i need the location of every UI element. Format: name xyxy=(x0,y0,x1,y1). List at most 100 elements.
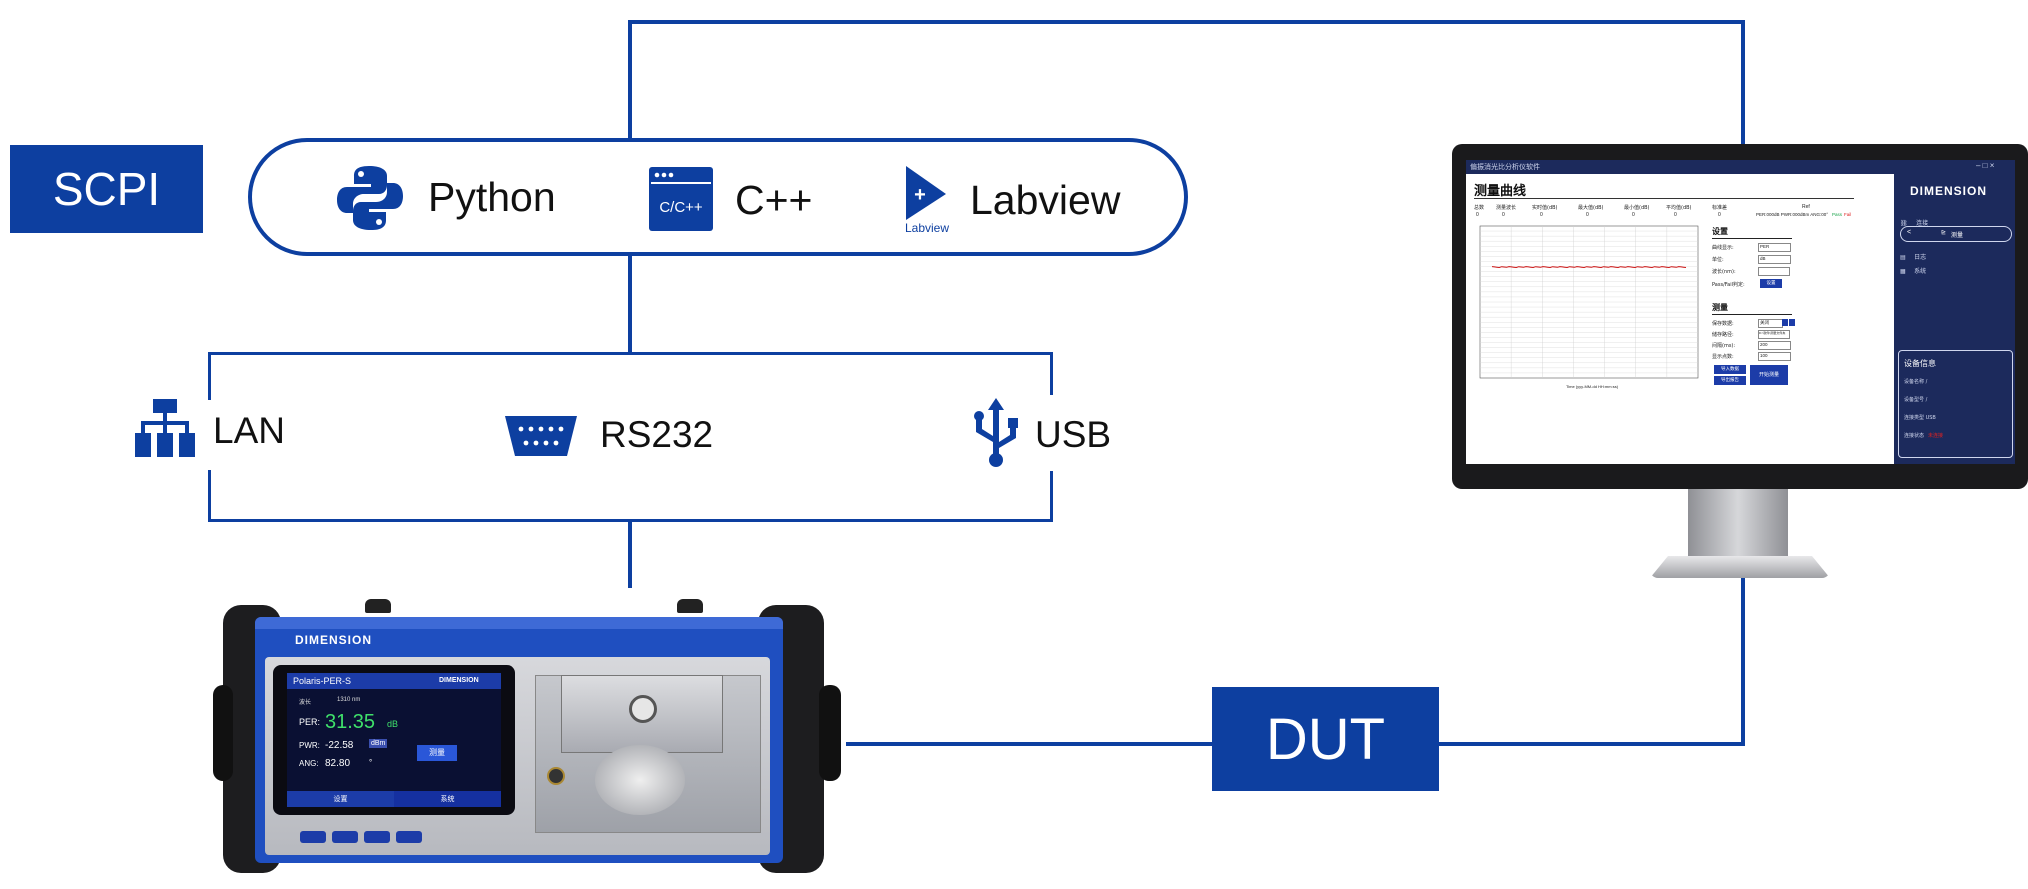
ref-values: PER:000dB PWR:000dBm ANG:00° xyxy=(1756,212,1829,217)
export-button[interactable]: 导出报告 xyxy=(1714,376,1746,385)
wire-top-horizontal xyxy=(628,20,1745,24)
interface-box-gap-left xyxy=(205,400,215,470)
screen-per-unit: dB xyxy=(387,719,399,729)
sidebar-item-log-label: 日志 xyxy=(1914,254,1927,261)
right-handle xyxy=(819,685,841,781)
measure-title-line xyxy=(1712,314,1792,315)
dut-label: DUT xyxy=(1265,706,1386,772)
sidebar-brand: DIMENSION xyxy=(1910,184,1988,198)
svg-text:+: + xyxy=(914,184,926,206)
path-label: 储存路径: xyxy=(1712,332,1734,338)
usb-label: USB xyxy=(1035,414,1112,455)
sidebar-item-log[interactable]: ▤ 日志 xyxy=(1900,246,2010,261)
stats-value-5: 0 xyxy=(1674,212,1677,218)
sidebar-item-connect[interactable]: ⛓ 连接 xyxy=(1900,212,2010,227)
screen-pwr-label: PWR: xyxy=(299,741,320,750)
fiber-port-screw xyxy=(629,695,657,723)
passfail-set-button[interactable]: 设置 xyxy=(1760,279,1782,288)
stats-header-1: 测量波长 xyxy=(1496,205,1517,211)
rs232-connector-icon xyxy=(505,416,577,456)
sidebar-item-measure-label: 测量 xyxy=(1951,232,1964,239)
interval-input[interactable]: 200 xyxy=(1758,341,1791,350)
sidebar-item-measure[interactable]: < ⊵ 测量 xyxy=(1900,226,2012,242)
hardware-button-4[interactable] xyxy=(396,831,422,843)
stats-header-0: 总数 xyxy=(1474,205,1485,211)
measurement-chart: Time (yyy-MM-dd HH:mm:ss) xyxy=(1479,225,1699,389)
labview-label: Labview xyxy=(970,177,1121,223)
screen-per-label: PER: xyxy=(299,717,321,727)
points-input[interactable]: 100 xyxy=(1758,352,1791,361)
chart-icon: ⊵ xyxy=(1941,230,1947,236)
rs232-label: RS232 xyxy=(600,414,714,455)
stats-header-6: 标准差 xyxy=(1712,205,1728,211)
hardware-button-3[interactable] xyxy=(364,831,390,843)
save-label: 保存数据: xyxy=(1712,321,1734,327)
save-select[interactable]: 关闭 xyxy=(1758,319,1783,328)
screen-tab-settings[interactable]: 设置 xyxy=(287,791,394,807)
wire-iface-to-device xyxy=(628,520,632,588)
stats-header-2: 实时值(dB) xyxy=(1532,205,1558,211)
scpi-badge: SCPI xyxy=(10,145,203,233)
chart-x-axis-label: Time (yyy-MM-dd HH:mm:ss) xyxy=(1566,384,1619,389)
screen-ang-unit: ° xyxy=(369,758,373,767)
wavelength-label: 波长(nm): xyxy=(1712,269,1736,275)
sidebar-item-system-label: 系统 xyxy=(1914,268,1927,275)
screen-ang-value: 82.80 xyxy=(325,758,351,769)
hardware-button-1[interactable] xyxy=(300,831,326,843)
monitor-stand-base xyxy=(1650,556,1830,578)
wire-top-right-vertical xyxy=(1741,20,1745,148)
cpp-label: C++ xyxy=(735,177,813,223)
points-label: 显示点数: xyxy=(1712,354,1734,360)
top-knob-left xyxy=(365,599,391,613)
save-off-button[interactable] xyxy=(1789,319,1795,326)
window-title-bar xyxy=(1466,160,2015,174)
conn-status-label: 连接状态 xyxy=(1904,433,1925,439)
wavelength-select[interactable] xyxy=(1758,267,1790,276)
import-button[interactable]: 导入数据 xyxy=(1714,365,1746,374)
screen-inner: Polaris-PER-S DIMENSION 波长 1310 nm PER: … xyxy=(287,673,501,807)
window-controls[interactable]: – □ × xyxy=(1976,161,1995,170)
passfail-label: Pass/Fail判定: xyxy=(1712,282,1745,288)
stats-value-1: 0 xyxy=(1502,212,1505,218)
sidebar-item-system[interactable]: ▦ 系统 xyxy=(1900,260,2010,275)
curve-select[interactable]: PER xyxy=(1758,243,1791,252)
screen-per-value: 31.35 xyxy=(325,711,376,733)
device-info-title: 设备信息 xyxy=(1904,359,1936,368)
screen-tab-system[interactable]: 系统 xyxy=(394,791,501,807)
python-logo-icon xyxy=(337,166,403,230)
top-knob-right xyxy=(677,599,703,613)
stats-value-0: 0 xyxy=(1476,212,1479,218)
lan-label: LAN xyxy=(213,410,285,451)
stats-value-4: 0 xyxy=(1632,212,1635,218)
chart-series-line xyxy=(1491,266,1687,269)
instrument-device: DIMENSION Polaris-PER-S DIMENSION 波长 131… xyxy=(205,595,850,885)
start-measure-button[interactable]: 开始测量 xyxy=(1750,365,1788,385)
python-label: Python xyxy=(428,174,556,220)
wire-top-left-vertical xyxy=(628,20,632,140)
stats-header-5: 平均值(dB) xyxy=(1666,205,1692,211)
section-title-line xyxy=(1474,198,1854,199)
unit-input[interactable]: dB xyxy=(1758,255,1791,264)
stats-value-6: 0 xyxy=(1718,212,1721,218)
hardware-button-2[interactable] xyxy=(332,831,358,843)
labview-play-icon: + Labview xyxy=(905,166,949,234)
wire-device-to-dut xyxy=(846,742,1212,746)
fiber-port-lock[interactable] xyxy=(547,767,565,785)
path-input[interactable]: D:\软件\测量文件夹 xyxy=(1758,330,1790,339)
screen-wavelength-label: 波长 xyxy=(299,699,312,706)
screen-brand: DIMENSION xyxy=(439,677,479,684)
curve-label: 曲线显示: xyxy=(1712,245,1734,251)
stats-value-3: 0 xyxy=(1586,212,1589,218)
back-chevron-icon: < xyxy=(1907,229,1912,236)
wire-pill-to-iface xyxy=(628,254,632,354)
screen-pwr-value: -22.58 xyxy=(325,740,354,751)
conn-status-value: 未连接 xyxy=(1928,433,1944,439)
screen-ang-label: ANG: xyxy=(299,759,319,768)
save-on-button[interactable] xyxy=(1782,319,1788,326)
window-title: 偏振消光比分析仪软件 xyxy=(1470,163,1540,171)
wire-dut-to-monitor xyxy=(1439,742,1745,746)
measure-title: 测量 xyxy=(1712,303,1728,312)
stats-header-4: 最小值(dB) xyxy=(1624,205,1650,211)
software-window: 偏振消光比分析仪软件 – □ × 测量曲线 总数 测量波长 实时值(dB) 最大… xyxy=(1466,160,2015,464)
screen-measure-button[interactable]: 测量 xyxy=(417,745,457,761)
